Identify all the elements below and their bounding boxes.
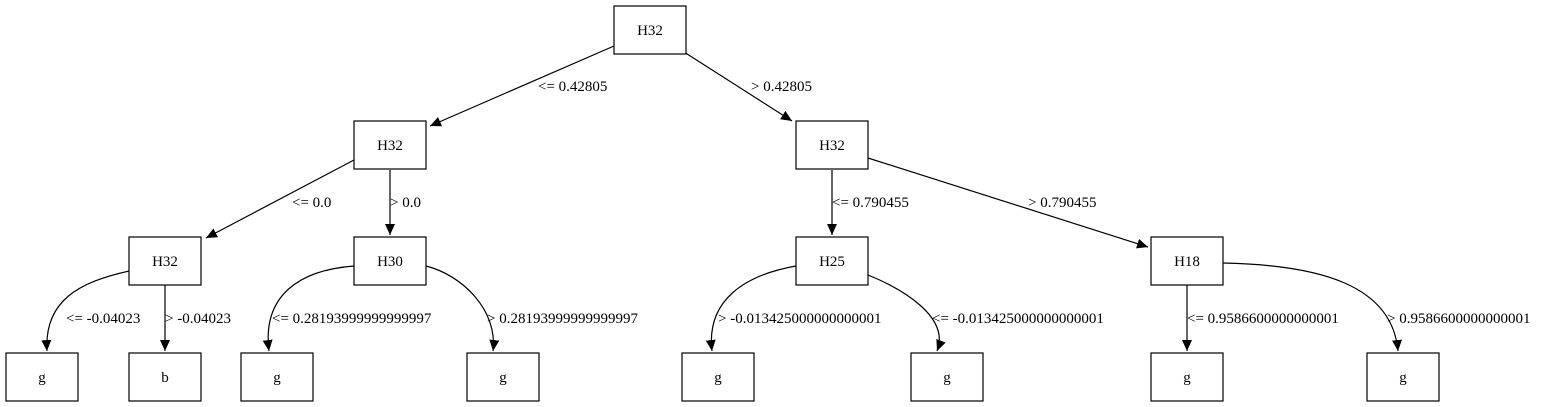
node-box	[240, 352, 314, 402]
node-label: g	[38, 370, 46, 386]
node-box	[613, 5, 687, 55]
node-box	[910, 352, 984, 402]
edge-label-n1-n3: <= 0.0	[292, 195, 331, 211]
tree-node-n9: g	[240, 352, 314, 402]
node-label: g	[499, 370, 507, 386]
edge-arrow-n6-n14	[1222, 262, 1402, 352]
node-label: b	[161, 370, 169, 386]
tree-node-n10: g	[466, 352, 540, 402]
tree-node-n13: g	[1150, 352, 1224, 402]
edge-arrow-n4-n10	[425, 265, 500, 352]
edge-label-n6-n14: > 0.9586600000000001	[1387, 311, 1530, 327]
edge-label-n5-n12: <= -0.013425000000000001	[932, 311, 1104, 327]
edge-arrow-n0-n2	[683, 51, 793, 122]
edge-arrow-n3-n7	[41, 270, 130, 352]
tree-node-n11: g	[681, 352, 755, 402]
edge-arrow-n5-n12	[867, 274, 946, 352]
node-box	[353, 120, 427, 170]
edge-arrow-n4-n9	[262, 265, 355, 352]
tree-node-n12: g	[910, 352, 984, 402]
edge-label-n3-n8: > -0.04023	[165, 311, 231, 327]
tree-node-n3: H32	[128, 236, 202, 286]
node-label: g	[1399, 370, 1407, 386]
edge-arrow-n5-n11	[705, 265, 797, 352]
node-box	[681, 352, 755, 402]
node-box	[1150, 236, 1224, 286]
edge-arrow-n2-n6	[867, 157, 1149, 249]
node-label: H30	[377, 254, 403, 270]
node-label: H32	[377, 138, 403, 154]
node-box	[795, 236, 869, 286]
node-label: g	[1183, 370, 1191, 386]
node-label: g	[714, 370, 722, 386]
edge-label-n2-n5: <= 0.790455	[832, 195, 909, 211]
edge-label-n5-n11: > -0.013425000000000001	[718, 311, 881, 327]
node-box	[1150, 352, 1224, 402]
tree-node-n1: H32	[353, 120, 427, 170]
tree-node-n0: H32	[613, 5, 687, 55]
tree-node-n4: H30	[353, 236, 427, 286]
edge-label-n3-n7: <= -0.04023	[66, 311, 140, 327]
node-box	[353, 236, 427, 286]
node-box	[1366, 352, 1440, 402]
tree-node-n7: g	[5, 352, 79, 402]
edge-label-n0-n2: > 0.42805	[751, 79, 812, 95]
node-box	[466, 352, 540, 402]
tree-node-n14: g	[1366, 352, 1440, 402]
node-label: g	[943, 370, 951, 386]
node-box	[128, 352, 202, 402]
node-label: H32	[819, 138, 845, 154]
tree-node-n5: H25	[795, 236, 869, 286]
node-box	[5, 352, 79, 402]
edge-label-n2-n6: > 0.790455	[1028, 195, 1096, 211]
node-label: H25	[819, 254, 845, 270]
tree-node-n6: H18	[1150, 236, 1224, 286]
node-box	[795, 120, 869, 170]
edge-label-n4-n10: > 0.28193999999999997	[487, 311, 638, 327]
tree-node-n2: H32	[795, 120, 869, 170]
edge-arrow-n1-n3	[205, 159, 355, 239]
edge-label-n0-n1: <= 0.42805	[538, 79, 607, 95]
edge-arrow-n0-n1	[429, 45, 615, 127]
edge-label-n4-n9: <= 0.28193999999999997	[272, 311, 432, 327]
node-label: g	[273, 370, 281, 386]
node-label: H18	[1174, 254, 1200, 270]
edges-layer: <= 0.42805 > 0.42805 <= 0.0 > 0.0 <= 0.79045…	[41, 45, 1530, 352]
node-box	[128, 236, 202, 286]
edge-label-n1-n4: > 0.0	[390, 195, 421, 211]
node-label: H32	[637, 23, 663, 39]
node-label: H32	[152, 254, 178, 270]
tree-node-n8: b	[128, 352, 202, 402]
edge-label-n6-n13: <= 0.9586600000000001	[1187, 311, 1339, 327]
